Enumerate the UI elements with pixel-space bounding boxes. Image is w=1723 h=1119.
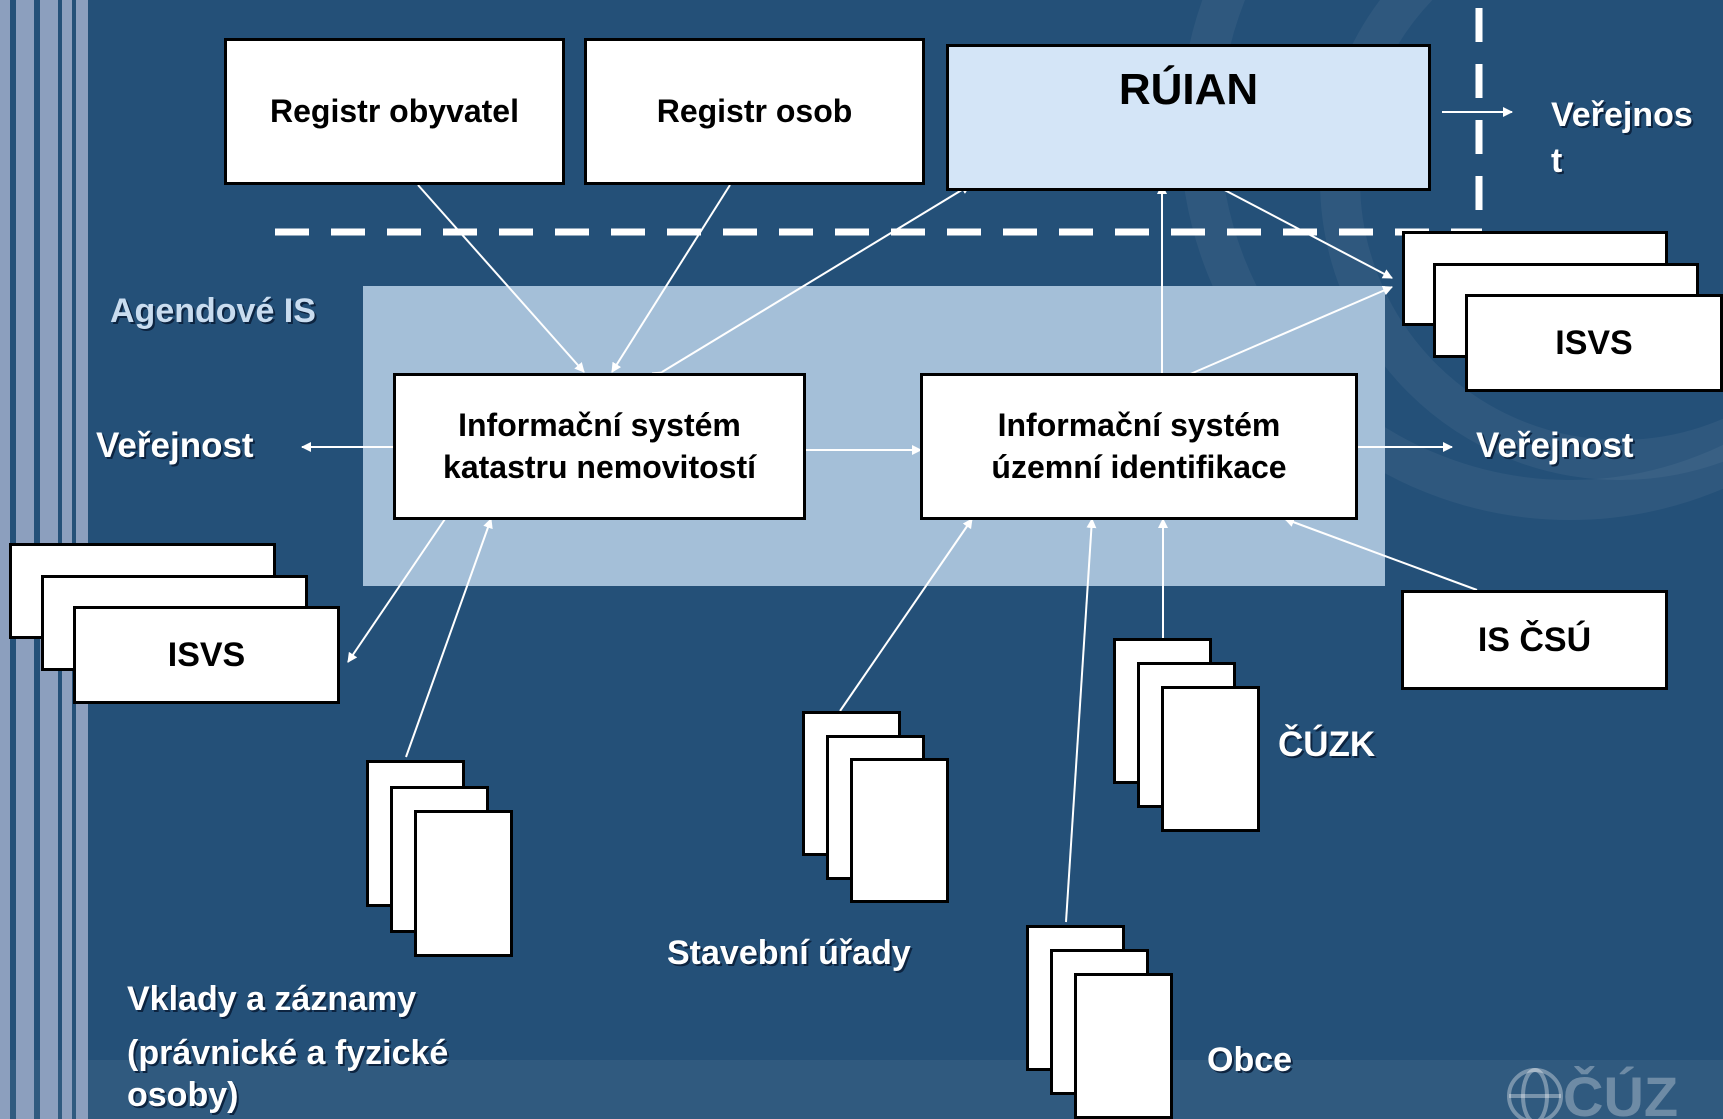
background-band — [0, 1060, 1723, 1119]
arrow-registr-obyvatel-to-iskn — [417, 184, 585, 373]
isvs-right-label: ISVS — [1555, 323, 1633, 362]
isui-label-line2: územní identifikace — [991, 448, 1287, 485]
arrow-is-csu-to-isui — [1284, 517, 1478, 591]
arrow-obce-to-isui — [1065, 518, 1097, 923]
registr-obyvatel-label: Registr obyvatel — [270, 93, 519, 129]
verejnost-top-label-line2: t — [1551, 142, 1563, 180]
ruian-label: RÚIAN — [1118, 65, 1259, 114]
cuzk-document-icon — [1161, 686, 1260, 832]
vklady-document-icon — [414, 810, 513, 957]
is-csu-label: IS ČSÚ — [1477, 620, 1592, 659]
verejnost-left-label: Veřejnost — [96, 426, 254, 465]
arrow-registr-osob-to-iskn — [611, 184, 731, 373]
globe-icon — [1507, 1068, 1563, 1119]
registr-osob-label: Registr osob — [656, 93, 853, 129]
isvs-left-label: ISVS — [167, 635, 246, 674]
arrow-isui-to-isvs-right — [1187, 285, 1393, 376]
stavebni-urady-label: Stavební úřady — [667, 934, 911, 972]
obce-label: Obce — [1207, 1041, 1293, 1079]
verejnost-mid-label: Veřejnost — [1476, 426, 1634, 465]
isvs-left-box: ISVS — [73, 606, 340, 704]
registr-osob-box: Registr osob — [584, 38, 925, 185]
logo-text: ČÚZ — [1563, 1065, 1679, 1119]
left-stripe — [0, 0, 10, 1119]
arrow-ruian-to-isvs-right — [1214, 184, 1393, 279]
vklady-label-line2: (právnické a fyzické — [127, 1034, 449, 1072]
obce-document-icon — [1074, 973, 1173, 1119]
isui-label-line1: Informační systém — [997, 406, 1281, 443]
isui-box: Informační systém územní identifikace — [920, 373, 1358, 520]
arrow-iskn-isvs-left — [347, 508, 455, 663]
isvs-right-box: ISVS — [1465, 294, 1723, 392]
verejnost-top-label-line1: Veřejnos — [1551, 96, 1693, 134]
agendove-is-label: Agendové IS — [110, 292, 316, 330]
cuzk-logo: ČÚZ — [1505, 1062, 1723, 1119]
iskn-box: Informační systém katastru nemovitostí — [393, 373, 806, 520]
is-csu-box: IS ČSÚ — [1401, 590, 1668, 690]
arrow-stavebni-urady-to-isui — [839, 518, 973, 712]
stavebni-urady-document-icon — [850, 758, 949, 903]
arrow-vklady-to-iskn — [405, 518, 493, 758]
vklady-label-line3: osoby) — [127, 1076, 239, 1114]
iskn-label-line1: Informační systém — [458, 406, 741, 443]
registr-obyvatel-box: Registr obyvatel — [224, 38, 565, 185]
cuzk-label: ČÚZK — [1278, 725, 1376, 764]
ruian-box: RÚIAN — [946, 44, 1431, 191]
vklady-label-line1: Vklady a záznamy — [127, 980, 417, 1018]
arrow-iskn-ruian — [651, 184, 971, 381]
iskn-label-line2: katastru nemovitostí — [443, 448, 756, 485]
